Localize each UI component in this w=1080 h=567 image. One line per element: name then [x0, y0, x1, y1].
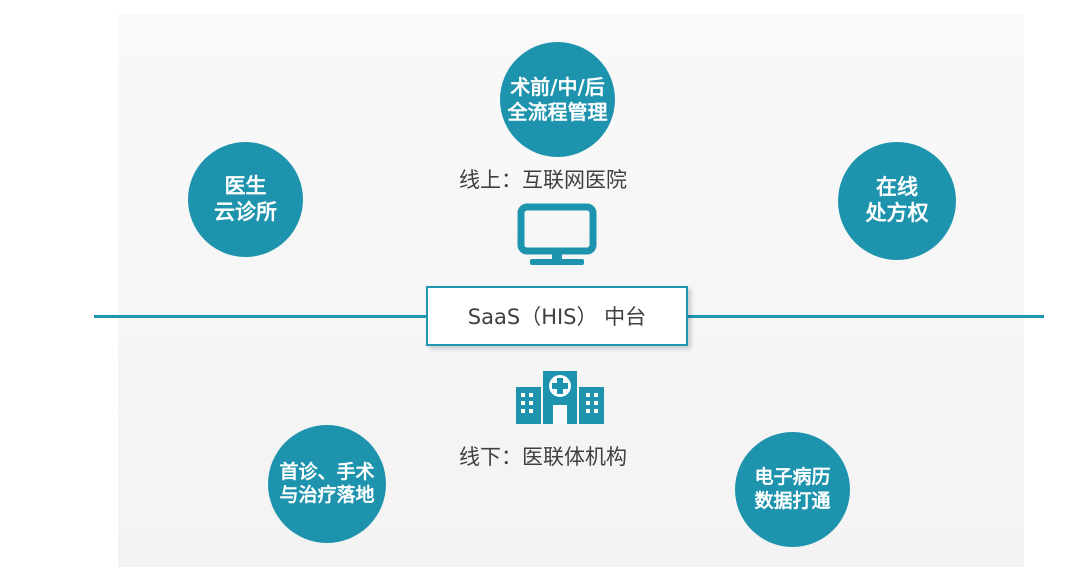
node-line: 数据打通 — [754, 489, 831, 512]
node-first-visit-surgery: 首诊、手术 与治疗落地 — [268, 425, 386, 543]
hospital-icon — [516, 371, 604, 424]
monitor-icon — [517, 203, 597, 265]
node-doctor-cloud-clinic: 医生 云诊所 — [188, 142, 303, 257]
node-full-process-management: 术前/中/后 全流程管理 — [500, 42, 615, 157]
node-line: 处方权 — [865, 201, 929, 225]
node-line: 与治疗落地 — [279, 484, 375, 506]
node-emr-data: 电子病历 数据打通 — [735, 432, 850, 547]
node-line: 医生 — [224, 173, 267, 198]
saas-his-platform-box: SaaS（HIS） 中台 — [426, 286, 688, 346]
node-line: 全流程管理 — [507, 99, 608, 124]
node-line: 云诊所 — [214, 199, 277, 224]
node-line: 电子病历 — [754, 466, 831, 489]
online-label: 线上：互联网医院 — [459, 168, 627, 192]
node-online-prescription: 在线 处方权 — [838, 142, 956, 260]
connector-line-right — [688, 315, 1044, 318]
connector-line-left — [94, 315, 426, 318]
node-line: 首诊、手术 — [279, 460, 375, 483]
offline-label: 线下：医联体机构 — [459, 445, 627, 469]
node-line: 在线 — [876, 175, 918, 200]
node-line: 术前/中/后 — [510, 75, 605, 100]
